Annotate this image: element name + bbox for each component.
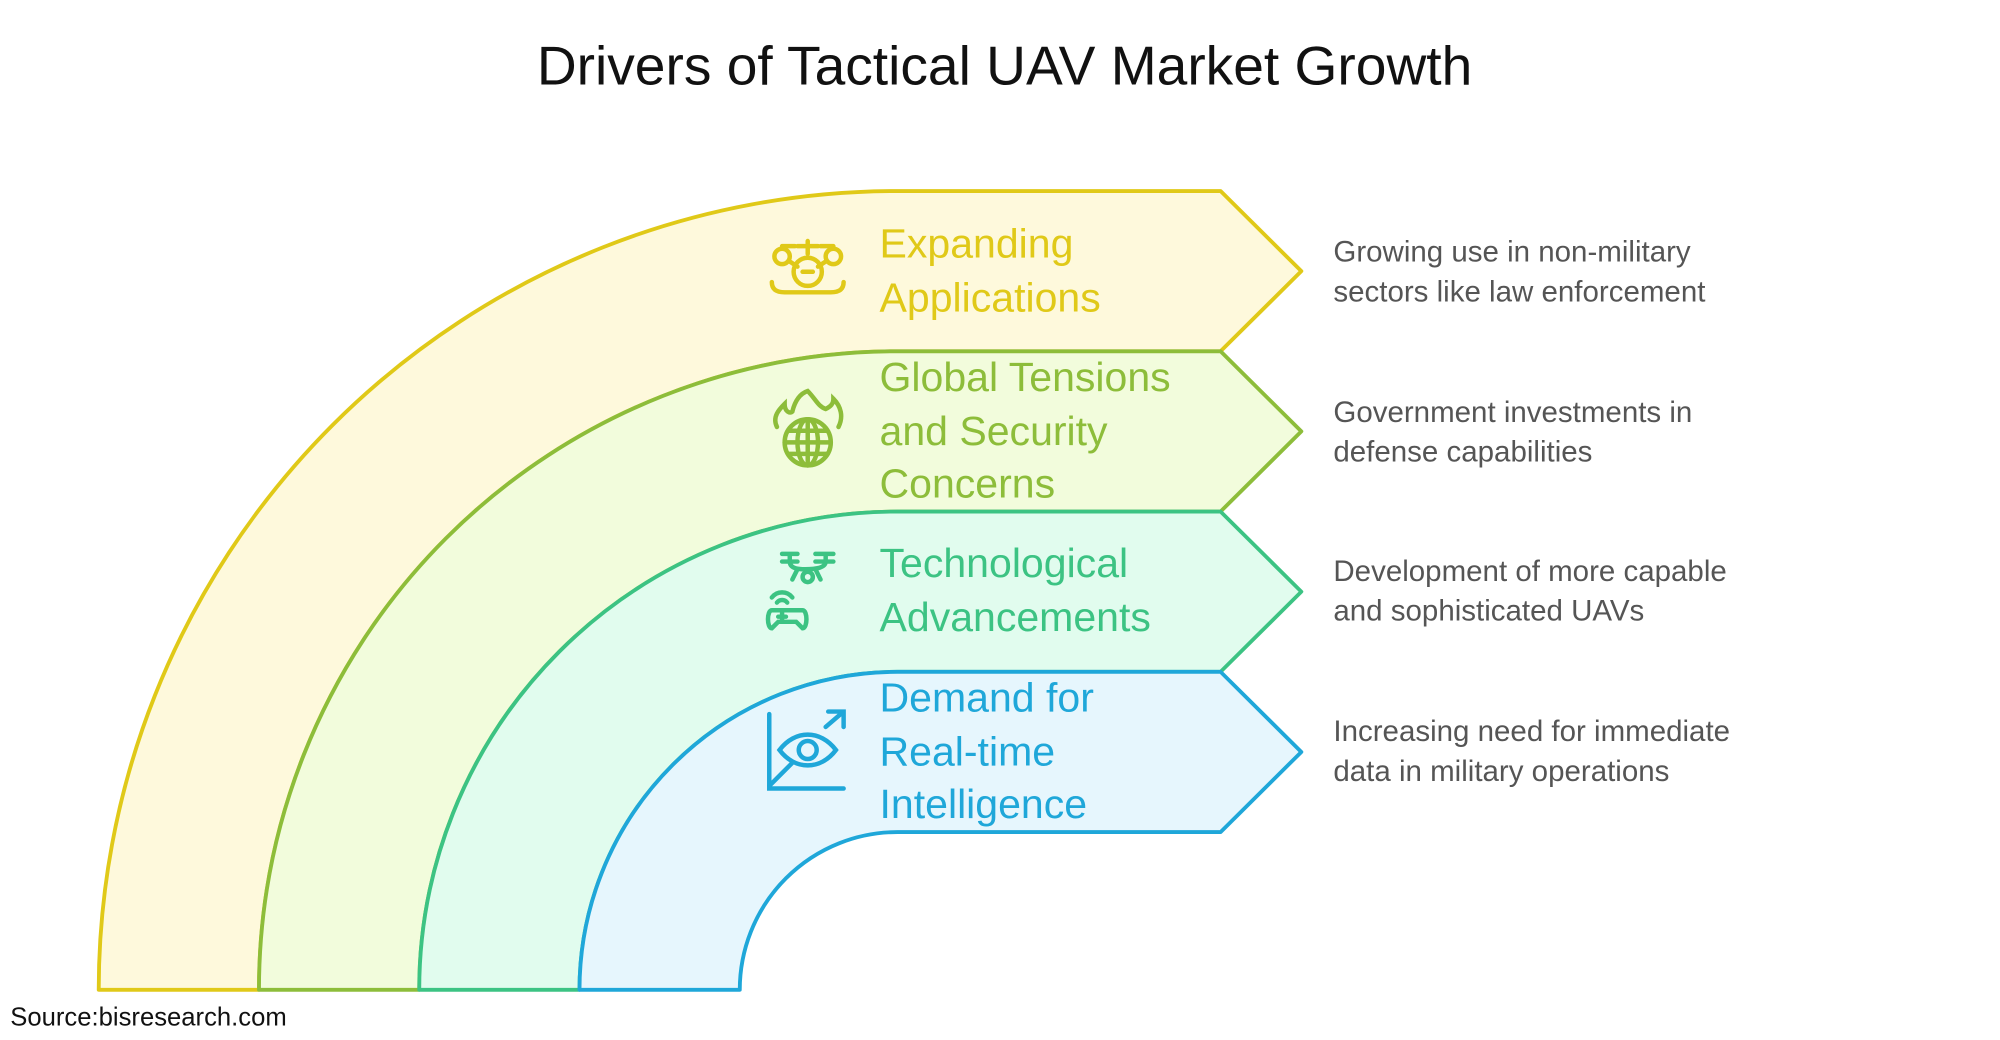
eye-chart-icon xyxy=(767,709,846,791)
drone-icon xyxy=(769,238,846,295)
burning-globe-icon xyxy=(773,388,844,468)
source-caption: Source:bisresearch.com xyxy=(10,1003,287,1033)
band-demand-realtime-intelligence xyxy=(577,669,1304,992)
drone-controller-icon xyxy=(765,551,836,631)
page-title: Drivers of Tactical UAV Market Growth xyxy=(536,35,1473,98)
